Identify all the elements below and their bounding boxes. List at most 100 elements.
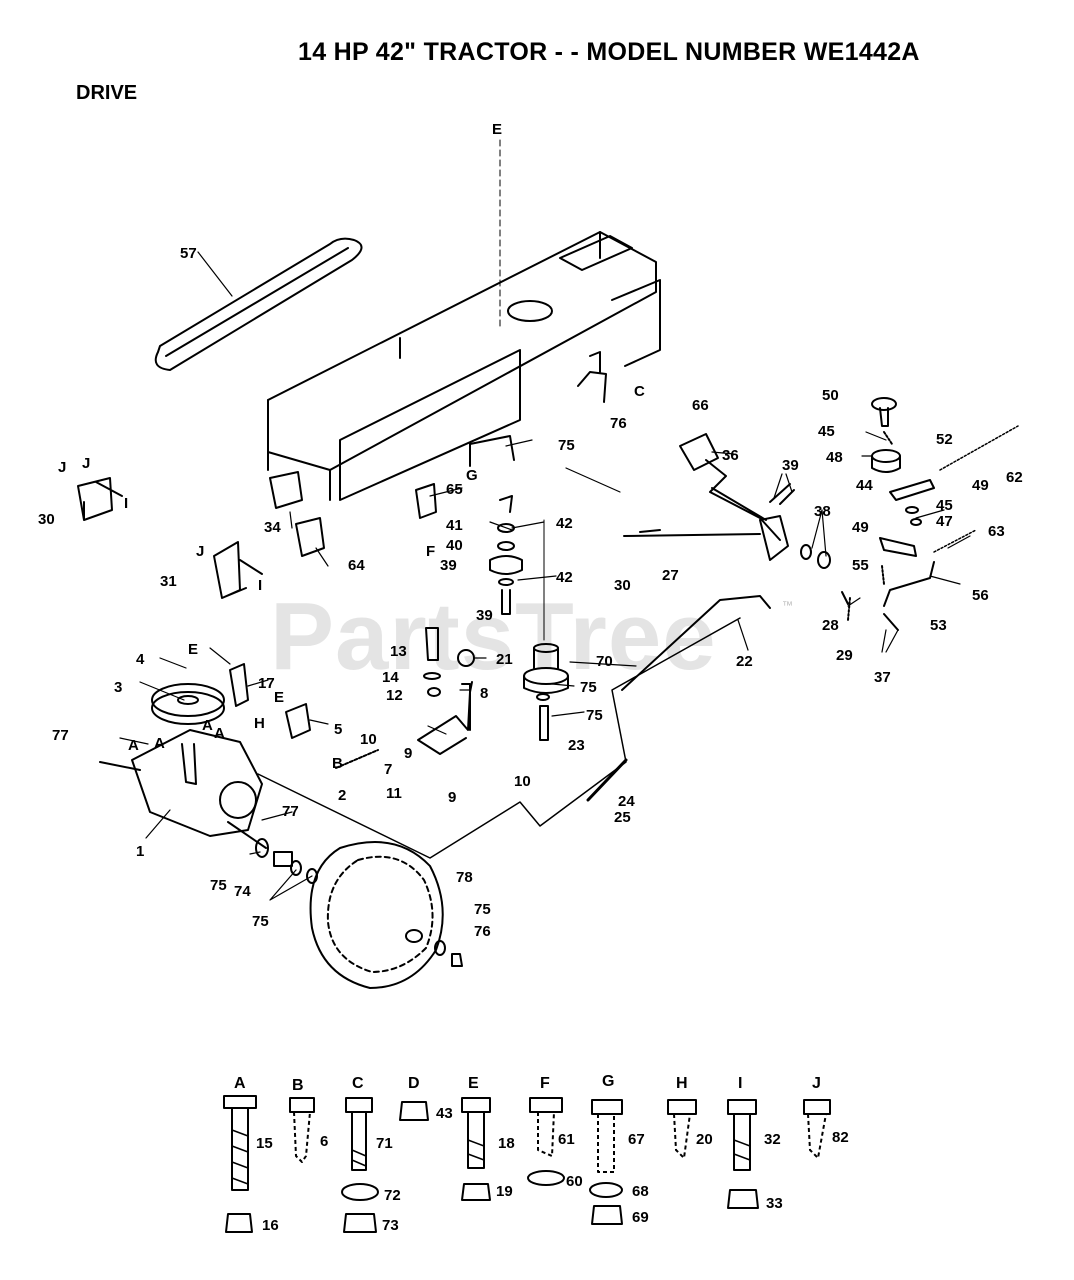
- letter-a-1: A: [128, 737, 139, 754]
- callout-22: 22: [736, 653, 753, 670]
- callout-50: 50: [822, 387, 839, 404]
- chassis-frame: [267, 231, 661, 501]
- nut-76: [451, 953, 463, 967]
- bracket-48: [889, 479, 935, 501]
- part-73: 73: [382, 1217, 399, 1234]
- hardware-e-bolt: [461, 1097, 491, 1169]
- pin-56: [933, 529, 977, 553]
- hardware-g-nut: [591, 1205, 623, 1225]
- rod-22: [621, 595, 771, 691]
- part-18: 18: [498, 1135, 515, 1152]
- hardware-g-bolt: [591, 1099, 623, 1173]
- callout-13: 13: [390, 643, 407, 660]
- callout-39-pos-33: 39: [476, 607, 493, 624]
- hardware-letter-e: E: [468, 1075, 479, 1092]
- washer-36a: [800, 544, 812, 560]
- spring-52: [883, 431, 893, 445]
- bolt-64: [539, 705, 549, 741]
- pin-26: [841, 591, 849, 605]
- washer-46: [910, 518, 922, 526]
- knob-21: [457, 649, 475, 667]
- callout-8: 8: [480, 685, 488, 702]
- callout-46: 47: [936, 513, 953, 530]
- shift-lever: [679, 433, 789, 561]
- fastener-35: [883, 613, 899, 631]
- callout-31: 34: [264, 519, 281, 536]
- bracket-5: [285, 703, 311, 739]
- letter-c-bracket: C: [634, 383, 645, 400]
- bracket-58: [295, 517, 325, 557]
- callout-51: 53: [930, 617, 947, 634]
- part-72: 72: [384, 1187, 401, 1204]
- washer-75b: [290, 860, 302, 876]
- hardware-letter-i: I: [738, 1075, 742, 1092]
- callout-58: 64: [348, 557, 365, 574]
- callout-labels: 57 75 76 66 36 39 50 45 52 48 62 49 44 4…: [38, 245, 1023, 886]
- hardware-letter-c: C: [352, 1075, 364, 1092]
- bracket-31: [269, 471, 303, 509]
- drive-belt: [154, 237, 363, 371]
- callout-74-pos-61: 74: [234, 883, 251, 900]
- leader-lines: [119, 251, 971, 901]
- part-33: 33: [766, 1195, 783, 1212]
- hardware-letter-a: A: [234, 1075, 246, 1092]
- callout-10b: 10: [514, 773, 531, 790]
- callout-63: 70: [596, 653, 613, 670]
- callout-26: 28: [822, 617, 839, 634]
- callout-78: 78: [456, 869, 473, 886]
- part-68: 68: [632, 1183, 649, 1200]
- callout-45a: 45: [818, 423, 835, 440]
- transaxle: [99, 729, 267, 849]
- callout-70: 76: [610, 415, 627, 432]
- part-15: 15: [256, 1135, 273, 1152]
- letter-a-4: A: [214, 725, 225, 742]
- rod-25: [586, 758, 628, 802]
- reference-letters: E C G F I J J J I E F E H B A A A A: [58, 121, 645, 772]
- spacer-74: [273, 851, 293, 867]
- bolt-54: [881, 565, 885, 585]
- hardware-letter-f: F: [540, 1075, 550, 1092]
- part-16: 16: [262, 1217, 279, 1234]
- callout-42b: 42: [556, 569, 573, 586]
- hardware-f-washer: [527, 1170, 565, 1186]
- spring-2: [335, 749, 379, 769]
- bracket-49: [879, 537, 917, 557]
- letter-f-bracket: F: [426, 543, 435, 560]
- hardware-j-screw: [803, 1099, 831, 1159]
- hardware-part-numbers: 15 16 6 71 72 73 43 18 19 61 60 67 68 69…: [256, 1105, 849, 1234]
- bracket-30-upper: [77, 477, 123, 521]
- callout-30b: 31: [160, 573, 177, 590]
- callout-28-text: 27: [662, 567, 679, 584]
- hardware-letter-b: B: [292, 1077, 304, 1094]
- callout-57: 57: [180, 245, 197, 262]
- bracket-70: [577, 351, 607, 403]
- callout-55: 62: [1006, 469, 1023, 486]
- section-title: DRIVE: [76, 82, 138, 104]
- part-71: 71: [376, 1135, 393, 1152]
- callout-53: 56: [972, 587, 989, 604]
- callout-54: 55: [852, 557, 869, 574]
- rear-wheel: [309, 841, 444, 989]
- callout-75-pos-63: 75: [252, 913, 269, 930]
- letter-e-lower-label: E: [274, 689, 284, 706]
- letter-h: H: [254, 715, 265, 732]
- hardware-letter-h: H: [676, 1075, 688, 1092]
- callout-49-label: 49: [852, 519, 869, 536]
- callout-9a: 9: [404, 745, 412, 762]
- callout-12: 12: [386, 687, 403, 704]
- callout-77b: 77: [282, 803, 299, 820]
- callout-66: 75: [558, 437, 575, 454]
- callout-17: 17: [258, 675, 275, 692]
- hardware-f-bolt: [529, 1097, 563, 1157]
- letter-a-3: A: [202, 717, 213, 734]
- letter-g-rod: G: [466, 467, 478, 484]
- part-61: 61: [558, 1131, 575, 1148]
- callout-77a: 77: [52, 727, 69, 744]
- routing-line: [257, 617, 741, 859]
- callout-10a: 10: [360, 731, 377, 748]
- bracket-17: [229, 663, 249, 707]
- callout-24: 24: [618, 793, 635, 810]
- washer-75a: [255, 838, 269, 858]
- letter-a-2: A: [154, 735, 165, 752]
